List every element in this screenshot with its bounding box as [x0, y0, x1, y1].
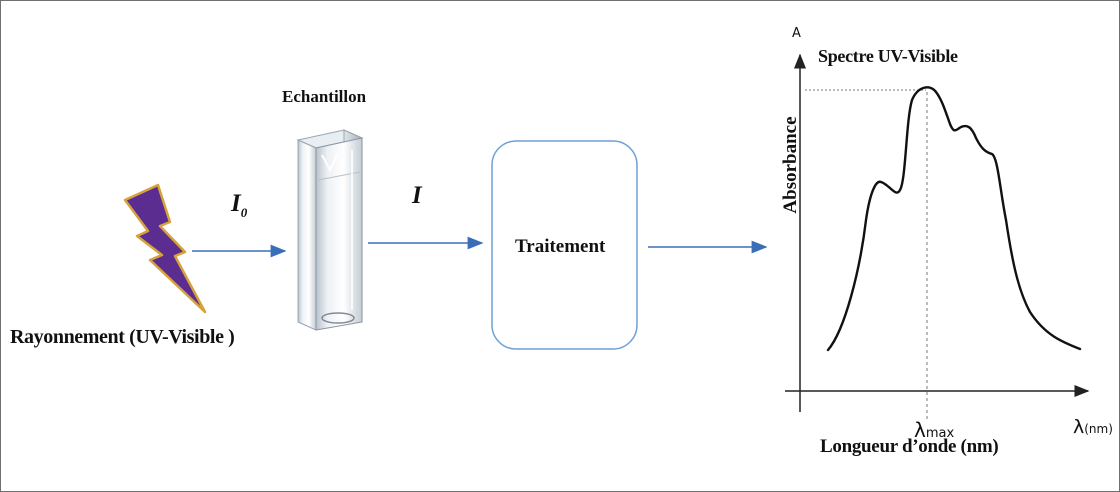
source-label: Rayonnement (UV-Visible ) [10, 326, 235, 348]
incident-intensity-label: I0 [231, 190, 247, 221]
processing-box [491, 140, 638, 350]
spectrum-title: Spectre UV-Visible [818, 46, 958, 66]
peak-lambda-symbol: λ [914, 418, 926, 442]
x-axis-symbol-label: λ(nm) [1073, 416, 1113, 438]
processing-label: Traitement [515, 236, 606, 257]
x-axis-label: Longueur d’onde (nm) [820, 436, 999, 457]
y-axis-letter: A [792, 26, 801, 41]
transmitted-intensity-label: I [412, 182, 422, 209]
incident-intensity-symbol: I [231, 190, 241, 217]
cuvette-icon [296, 129, 364, 331]
peak-wavelength-label: λmax [914, 418, 954, 442]
peak-lambda-subscript: max [925, 426, 955, 441]
x-axis-lambda: λ [1073, 416, 1085, 438]
absorption-curve [826, 86, 1082, 352]
y-axis-label: Absorbance [780, 116, 801, 214]
x-axis-unit: (nm) [1084, 422, 1113, 436]
sample-label: Echantillon [282, 87, 367, 106]
incident-intensity-subscript: 0 [240, 205, 248, 220]
lightning-bolt-icon [123, 183, 207, 314]
